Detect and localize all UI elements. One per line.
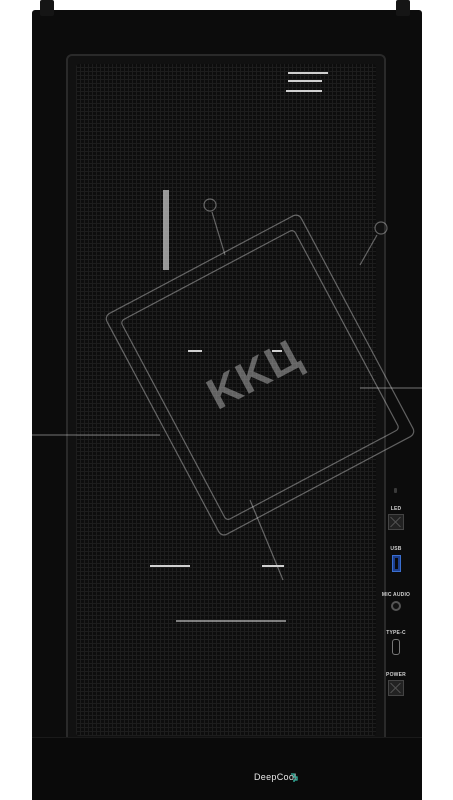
mic-audio-label: MIC AUDIO <box>381 592 411 598</box>
power-control[interactable]: POWER <box>376 672 416 696</box>
front-panel <box>66 54 386 746</box>
brand-logo-text: DeepCool <box>254 772 297 782</box>
mesh-highlight <box>188 350 202 352</box>
mesh-highlight <box>288 80 322 82</box>
case-top-foot-left <box>40 0 54 16</box>
led-label: LED <box>390 506 402 512</box>
mesh-highlight <box>286 90 322 92</box>
typec-port-group: TYPE-C <box>376 630 416 655</box>
led-button[interactable] <box>388 514 404 530</box>
mesh-highlight <box>150 565 190 567</box>
mesh-highlight <box>262 565 284 567</box>
usb-port[interactable] <box>391 555 401 572</box>
pc-case: LED USB MIC AUDIO TYPE-C POWER DeepCool <box>32 10 422 800</box>
front-io-panel: LED USB MIC AUDIO TYPE-C POWER <box>376 488 416 728</box>
case-top-foot-right <box>396 0 410 16</box>
power-button[interactable] <box>388 680 404 696</box>
status-led <box>394 488 397 493</box>
brand-logo-icon <box>291 773 298 782</box>
mesh-highlight <box>288 72 328 74</box>
power-label: POWER <box>386 672 406 678</box>
bottom-band: DeepCool <box>32 737 422 800</box>
mesh-highlight <box>176 620 286 622</box>
mesh-highlight <box>163 190 169 270</box>
typec-label: TYPE-C <box>386 630 406 636</box>
audio-port-group: MIC AUDIO <box>376 592 416 611</box>
usb-port-group: USB <box>376 546 416 572</box>
typec-port[interactable] <box>392 639 400 655</box>
led-control[interactable]: LED <box>376 506 416 530</box>
mesh-grill <box>76 64 376 736</box>
mesh-highlight <box>272 350 282 352</box>
usb-label: USB <box>390 546 402 552</box>
audio-jack[interactable] <box>391 601 401 611</box>
